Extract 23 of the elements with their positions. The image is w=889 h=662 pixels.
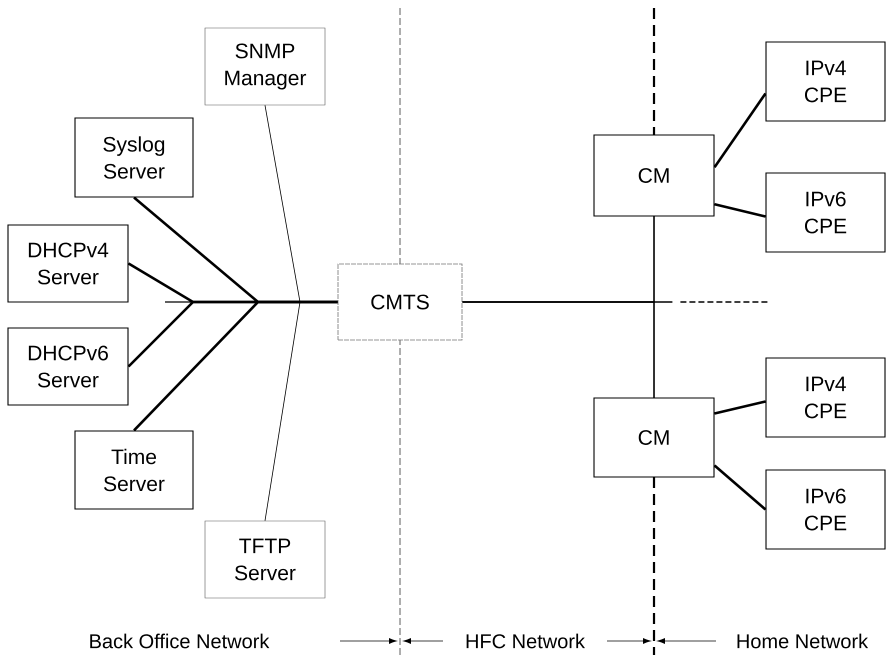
connector-line (264, 302, 338, 522)
connector-line (714, 202, 766, 218)
region-label: HFC Network (466, 634, 585, 648)
connector-line (714, 464, 766, 510)
device-box: IPv6 CPE (765, 469, 886, 550)
device-box: IPv4 CPE (765, 357, 886, 438)
region-label: Home Network (738, 634, 868, 648)
cmts-box: CMTS (338, 264, 462, 340)
device-box: Syslog Server (74, 117, 194, 198)
device-box: Time Server (74, 430, 194, 510)
connector-line (713, 92, 767, 168)
connector-line (462, 301, 768, 303)
device-box: TFTP Server (204, 520, 326, 598)
device-box: DHCPv6 Server (7, 327, 129, 406)
device-box: IPv4 CPE (765, 41, 886, 122)
connector-line (714, 400, 766, 415)
device-box: SNMP Manager (204, 28, 326, 106)
device-box: CM (593, 397, 715, 478)
region-label: Back Office Network (90, 634, 270, 648)
connector-line (133, 300, 338, 432)
modem-box: CM (593, 134, 715, 217)
device-box: DHCPv4 Server (7, 224, 129, 303)
device-box: IPv6 CPE (765, 172, 886, 253)
